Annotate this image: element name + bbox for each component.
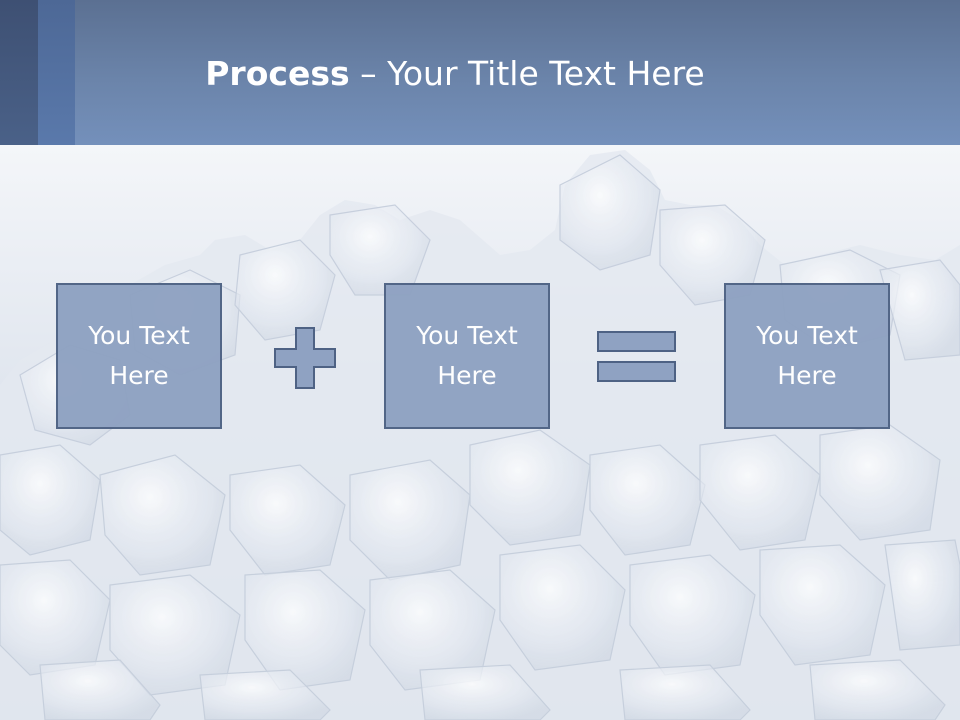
ice-background [0,145,960,720]
title-rest: – Your Title Text Here [349,54,705,93]
process-box-1[interactable]: You Text Here [56,283,222,429]
process-box-text: You Text Here [756,316,858,396]
header-band: Process – Your Title Text Here [0,0,960,145]
box-line-2: Here [437,361,497,390]
box-line-2: Here [109,361,169,390]
slide-title[interactable]: Process – Your Title Text Here [75,50,835,98]
plus-icon [274,327,336,389]
header-accent-strip [0,0,38,145]
process-box-text: You Text Here [88,316,190,396]
box-line-2: Here [777,361,837,390]
box-line-1: You Text [88,321,190,350]
box-line-1: You Text [416,321,518,350]
process-box-text: You Text Here [416,316,518,396]
equals-icon [597,331,676,382]
header-accent-strip [38,0,75,145]
process-box-2[interactable]: You Text Here [384,283,550,429]
process-box-3[interactable]: You Text Here [724,283,890,429]
title-bold: Process [205,54,350,93]
box-line-1: You Text [756,321,858,350]
